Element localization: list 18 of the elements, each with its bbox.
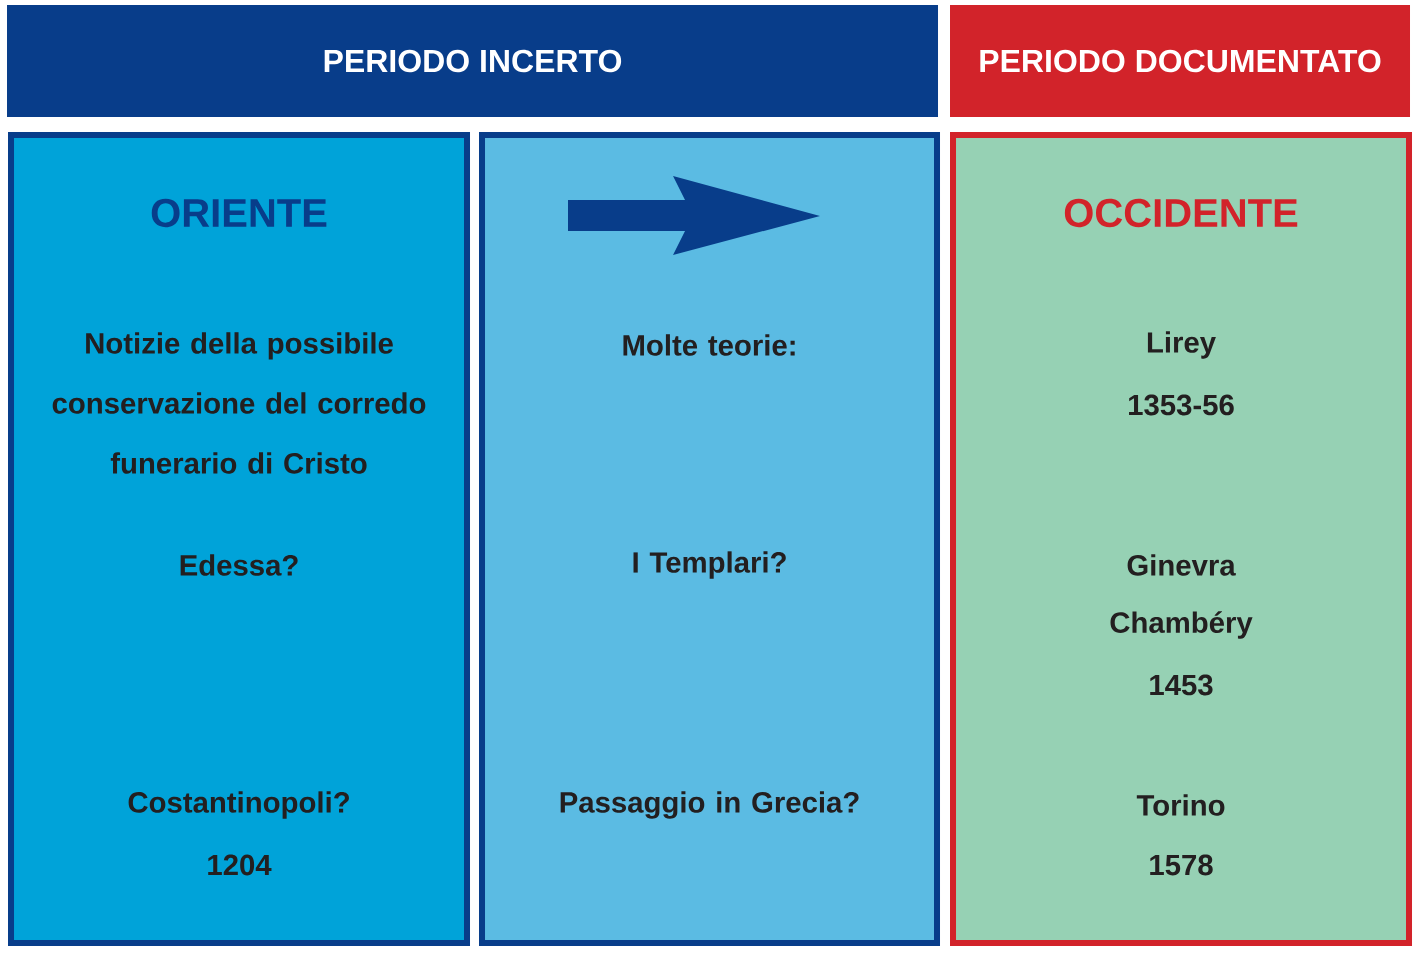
column-text: 1353-56: [1129, 394, 1234, 416]
header-band: PERIODO INCERTO: [7, 5, 938, 117]
column-text: Lirey: [1147, 331, 1216, 359]
column-text: 1453: [1150, 674, 1213, 696]
column-text: 1578: [1150, 854, 1213, 876]
column-text: Ginevra: [1127, 554, 1236, 576]
column-heading: OCCIDENTE: [1064, 198, 1298, 228]
column-text: 1204: [208, 854, 272, 876]
column-text: Costantinopoli?: [128, 791, 349, 819]
column-text: Molte teorie:: [623, 334, 795, 356]
column-text: Passaggio in Grecia?: [560, 791, 859, 819]
header-band: PERIODO DOCUMENTATO: [950, 5, 1410, 117]
column-text: Chambéry: [1110, 611, 1253, 639]
column-text: Edessa?: [180, 554, 298, 576]
column-heading: ORIENTE: [151, 198, 327, 228]
column-text: Torino: [1136, 794, 1225, 816]
column-text: I Templari?: [633, 551, 786, 579]
column-text: Notizie della possibile conservazione del corredo funerario di Cristo: [52, 332, 426, 474]
